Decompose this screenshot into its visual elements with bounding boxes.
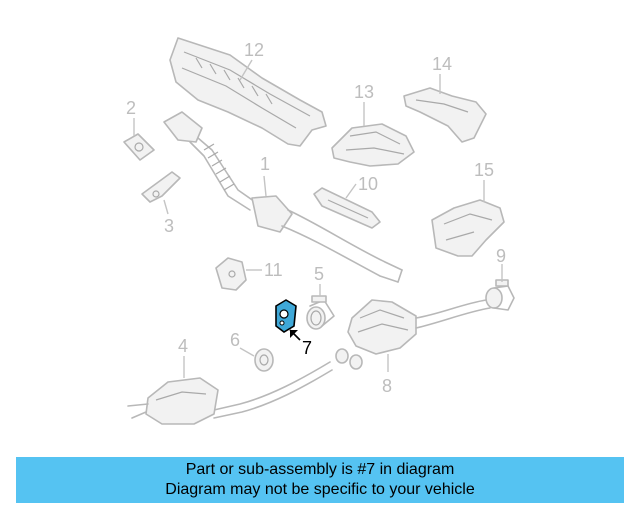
callout-8: 8 [382, 376, 392, 396]
leader-3 [163, 199, 169, 215]
callout-4: 4 [178, 336, 188, 356]
part-1-front-pipe [163, 111, 403, 283]
callout-5: 5 [314, 264, 324, 284]
callout-11: 11 [264, 260, 283, 280]
callout-10: 10 [358, 174, 378, 194]
banner-line-2: Diagram may not be specific to your vehi… [165, 481, 475, 498]
leader-1 [263, 175, 267, 197]
part-2-gasket [123, 133, 155, 161]
callout-6: 6 [230, 330, 240, 350]
leader-12 [239, 59, 253, 81]
leader-6 [239, 347, 255, 357]
callout-15: 15 [474, 160, 494, 180]
part-8-rear-muffler [335, 299, 491, 370]
part-9-clamp [485, 279, 515, 311]
callout-3: 3 [164, 216, 174, 236]
part-11-hanger [215, 257, 247, 291]
callout-2: 2 [126, 98, 136, 118]
leader-10 [345, 183, 357, 199]
part-6-insulator [254, 348, 274, 372]
part-13-heat-shield [331, 123, 415, 167]
leader-7-arrowhead [290, 330, 298, 338]
part-4-front-muffler [127, 361, 333, 425]
callout-9: 9 [496, 246, 506, 266]
part-5-clamp [306, 295, 335, 330]
part-15-heat-shield [431, 199, 505, 257]
banner-line-1: Part or sub-assembly is #7 in diagram [185, 461, 455, 478]
info-banner: Part or sub-assembly is #7 in diagram Di… [16, 457, 624, 503]
part-3-bracket [141, 171, 181, 203]
callout-7: 7 [302, 338, 312, 358]
part-10-bracket [313, 187, 381, 229]
callout-13: 13 [354, 82, 374, 102]
part-7-gasket-highlighted[interactable] [275, 299, 297, 333]
callout-12: 12 [244, 40, 264, 60]
part-14-heat-shield [403, 87, 487, 143]
callout-1: 1 [260, 154, 270, 174]
part-12-heat-shield [169, 37, 327, 147]
callout-14: 14 [432, 54, 452, 74]
